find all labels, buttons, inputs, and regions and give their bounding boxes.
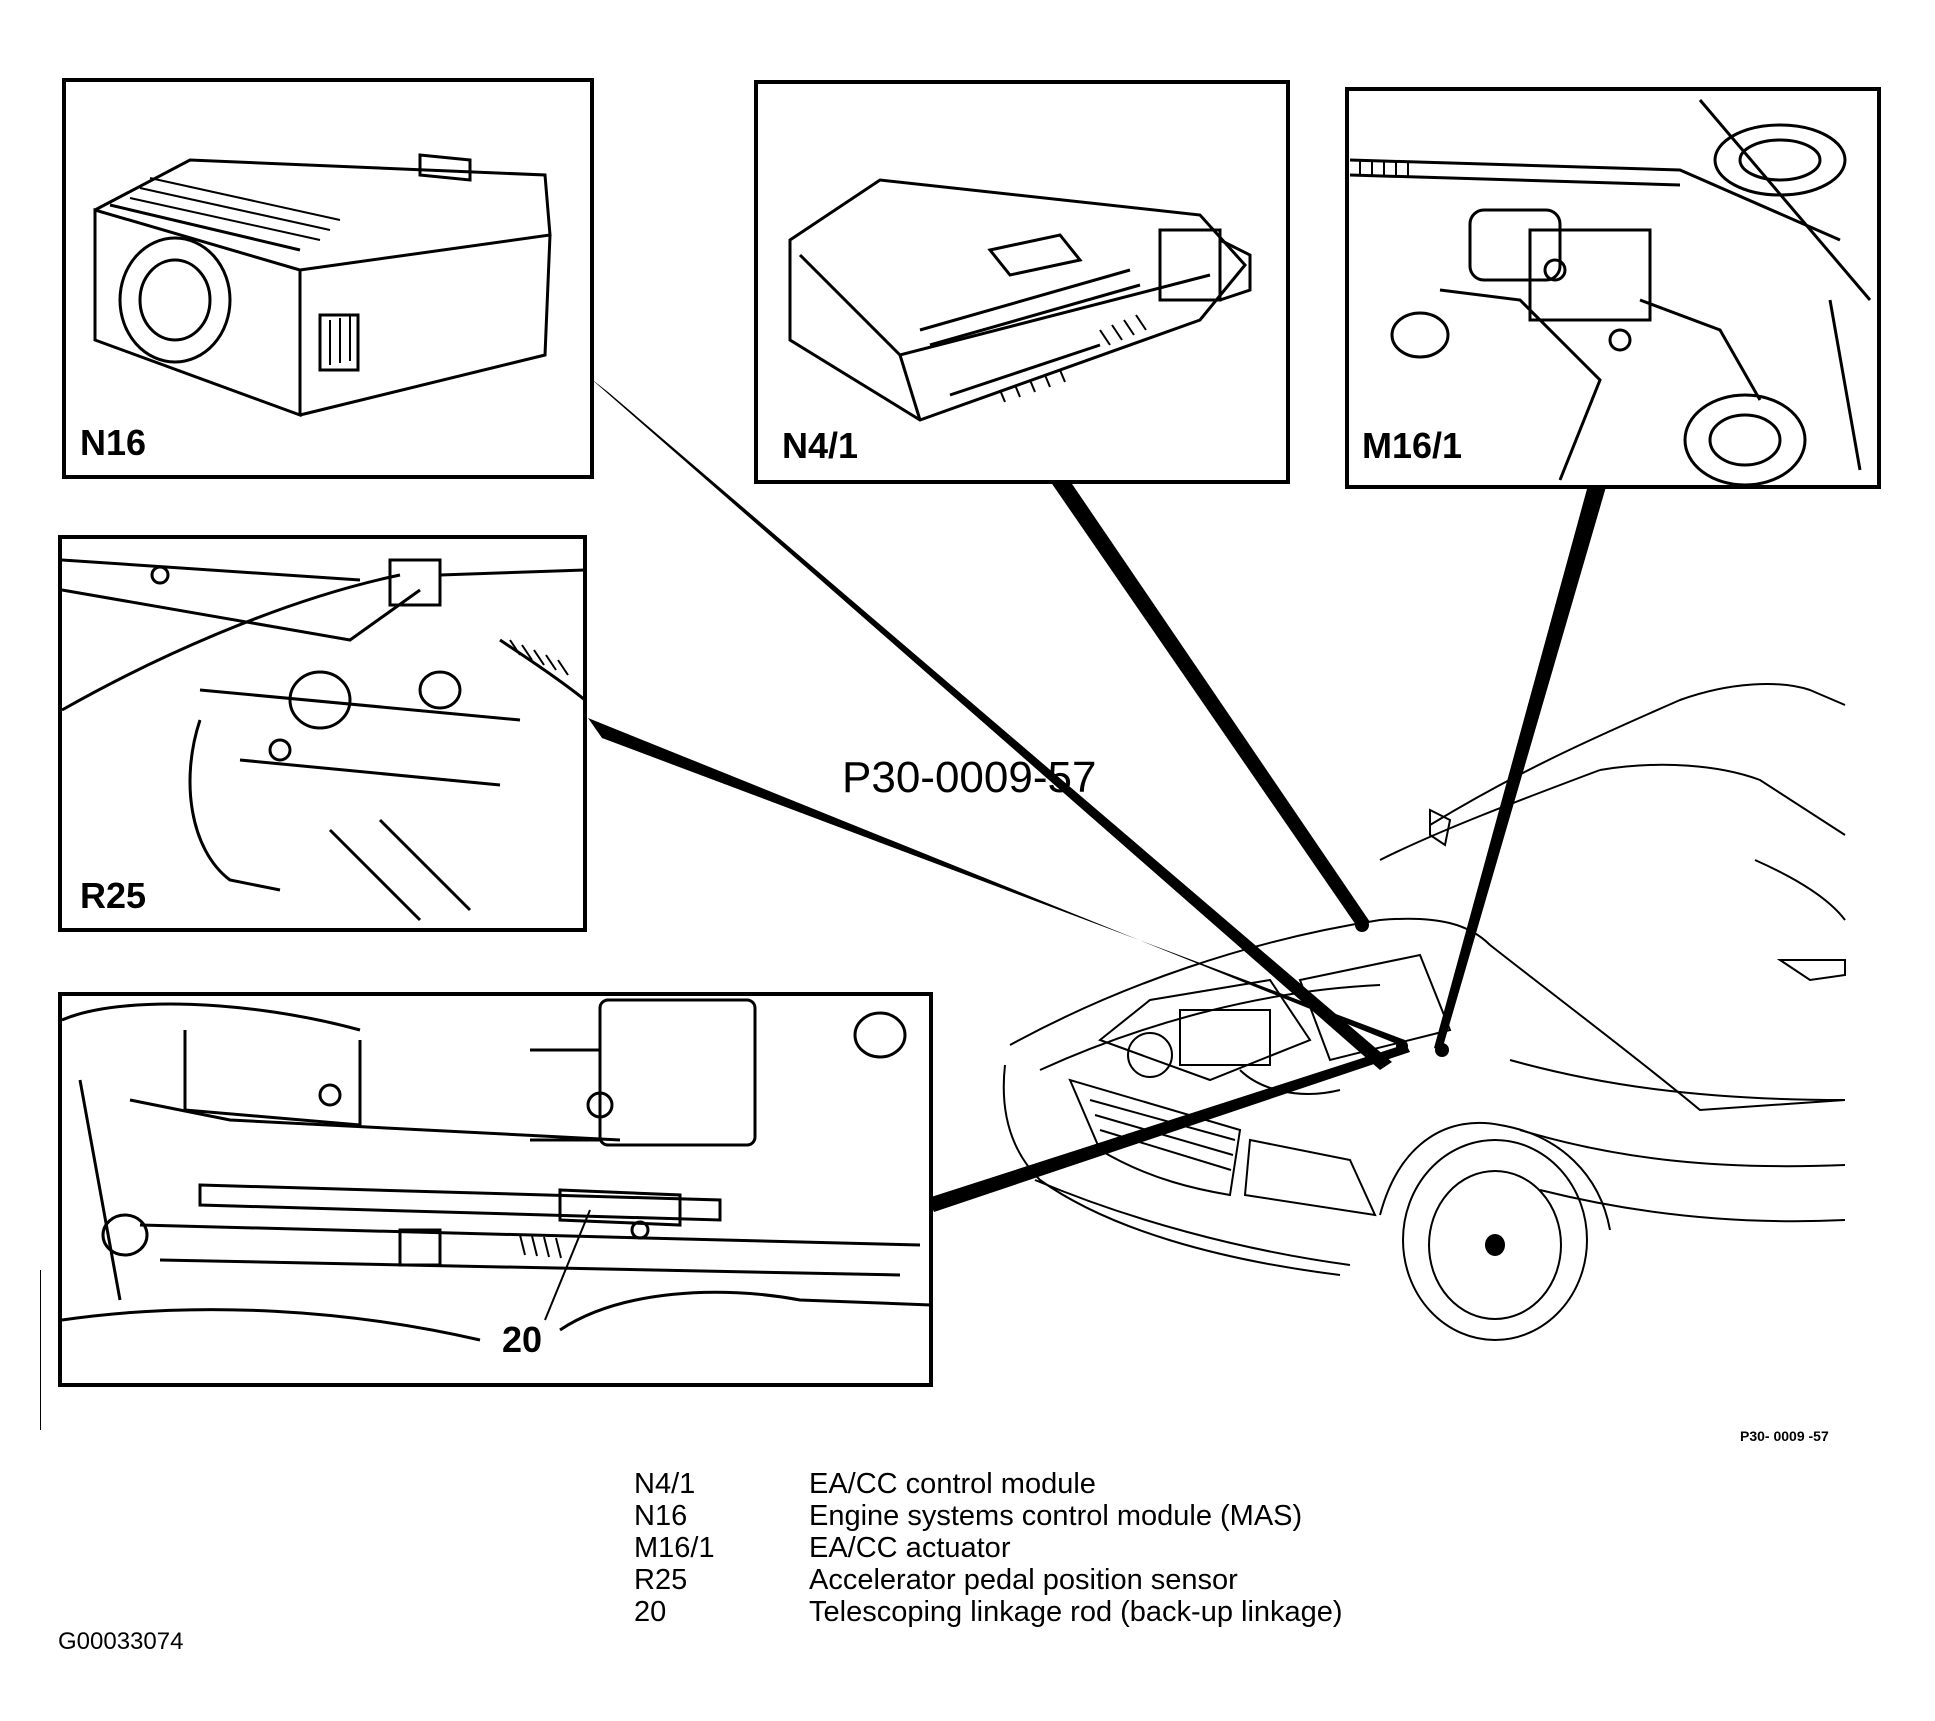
inset-label-20: 20	[502, 1319, 542, 1360]
legend-code: N4/1	[634, 1468, 696, 1500]
inset-n16: N16	[62, 78, 594, 479]
legend-description: EA/CC control module	[809, 1468, 1096, 1500]
legend-code: M16/1	[634, 1532, 715, 1564]
inset-label-r25: R25	[80, 875, 146, 916]
margin-mark	[40, 1270, 41, 1430]
legend: N4/1 EA/CC control module N16 Engine sys…	[634, 1468, 1343, 1628]
leader-telescoping-rod	[928, 1044, 1410, 1212]
legend-description: Engine systems control module (MAS)	[809, 1500, 1303, 1532]
leader-n16	[590, 378, 1392, 1070]
leader-m161	[1434, 478, 1608, 1050]
inset-label-m161: M16/1	[1362, 425, 1462, 466]
figure-reference-number: P30-0009-57	[842, 753, 1096, 802]
inset-label-n41: N4/1	[782, 425, 858, 466]
legend-description: Telescoping linkage rod (back-up linkage…	[809, 1596, 1343, 1628]
vehicle-illustration	[1002, 683, 1846, 1341]
legend-description: Accelerator pedal position sensor	[809, 1564, 1238, 1596]
legend-description: EA/CC actuator	[809, 1532, 1011, 1564]
inset-n41: N4/1	[754, 80, 1290, 484]
inset-r25: R25	[58, 535, 587, 932]
document-id: G00033074	[58, 1628, 184, 1655]
leader-n41	[1048, 478, 1370, 928]
legend-code: 20	[634, 1596, 667, 1628]
inset-m161: M16/1	[1345, 87, 1881, 489]
inset-label-n16: N16	[80, 422, 146, 463]
legend-row: R25 Accelerator pedal position sensor	[634, 1564, 1343, 1596]
legend-code: N16	[634, 1500, 688, 1532]
legend-row: N16 Engine systems control module (MAS)	[634, 1500, 1343, 1532]
legend-row: M16/1 EA/CC actuator	[634, 1532, 1343, 1564]
inset-telescoping-rod: 20	[58, 992, 933, 1387]
legend-row: 20 Telescoping linkage rod (back-up link…	[634, 1596, 1343, 1628]
figure-code-small: P30- 0009 -57	[1740, 1428, 1829, 1444]
legend-row: N4/1 EA/CC control module	[634, 1468, 1343, 1500]
legend-code: R25	[634, 1564, 688, 1596]
